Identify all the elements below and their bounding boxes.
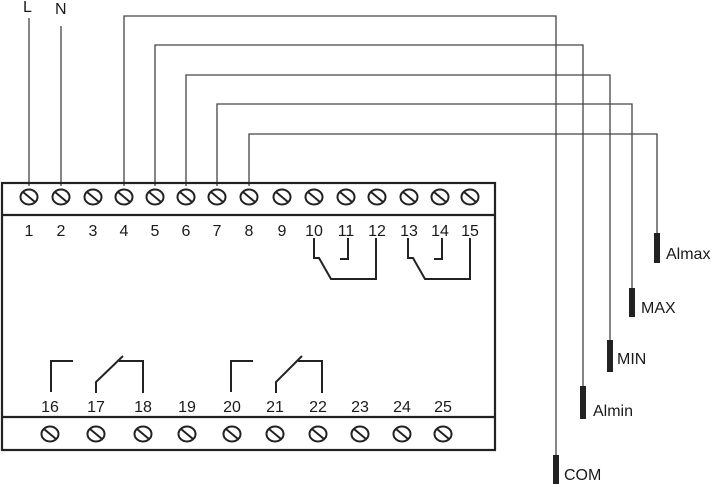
terminal-screw-icon xyxy=(399,188,419,206)
terminal-number: 8 xyxy=(245,223,254,240)
terminal-screw-icon xyxy=(51,188,71,206)
terminal-screw-icon xyxy=(207,188,227,206)
probe-label-com: COM xyxy=(564,467,601,484)
terminal-screw-icon xyxy=(304,188,324,206)
terminal-number: 11 xyxy=(338,223,355,240)
wire-max xyxy=(216,103,633,288)
terminal-number: 24 xyxy=(393,399,411,416)
terminal-number: 1 xyxy=(25,223,34,240)
wire-almin xyxy=(154,44,584,386)
terminal-number: 3 xyxy=(89,223,98,240)
probe-com xyxy=(553,455,559,484)
probe-label-min: MIN xyxy=(617,351,646,368)
label-N: N xyxy=(55,1,67,18)
probe-max xyxy=(629,288,635,317)
terminal-screw-icon xyxy=(114,188,134,206)
contact-20 xyxy=(230,360,253,392)
terminal-number: 25 xyxy=(434,399,452,416)
terminal-number: 12 xyxy=(368,223,386,240)
terminal-screw-icon xyxy=(19,188,39,206)
terminal-number: 5 xyxy=(151,223,160,240)
contact-21-22 xyxy=(275,355,323,393)
terminal-screw-icon xyxy=(86,425,106,443)
contact-11 xyxy=(340,238,349,260)
terminal-number: 17 xyxy=(87,399,105,416)
terminal-number: 7 xyxy=(213,223,222,240)
terminal-number: 10 xyxy=(305,223,323,240)
contact-13-15 xyxy=(407,238,471,280)
terminal-screw-icon xyxy=(430,188,450,206)
label-L: L xyxy=(23,0,32,16)
terminal-number: 22 xyxy=(309,399,327,416)
terminal-number: 18 xyxy=(134,399,152,416)
terminal-number: 20 xyxy=(223,399,241,416)
terminal-number: 14 xyxy=(431,223,449,240)
terminal-screw-icon xyxy=(308,425,328,443)
wire-min xyxy=(185,74,611,340)
terminal-number: 16 xyxy=(41,399,59,416)
probe-almax xyxy=(654,233,660,263)
terminal-screw-icon xyxy=(367,188,387,206)
bottom-terminal-row: 16 17 18 19 20 21 22 23 24 25 xyxy=(40,399,453,443)
probe-almin xyxy=(580,386,586,419)
device-housing xyxy=(0,181,497,452)
terminal-number: 2 xyxy=(57,223,66,240)
terminal-screw-icon xyxy=(350,425,370,443)
terminal-screw-icon xyxy=(176,188,196,206)
terminal-number: 23 xyxy=(351,399,369,416)
terminal-screw-icon xyxy=(460,188,480,206)
probe-label-almax: Almax xyxy=(666,246,710,263)
terminal-screw-icon xyxy=(145,188,165,206)
probe-label-almin: Almin xyxy=(593,403,633,420)
terminal-number: 9 xyxy=(278,223,287,240)
terminal-screw-icon xyxy=(336,188,356,206)
terminal-number: 19 xyxy=(178,399,196,416)
terminal-screw-icon xyxy=(40,425,60,443)
probe-label-max: MAX xyxy=(641,300,676,317)
terminal-screw-icon xyxy=(265,425,285,443)
terminal-number: 4 xyxy=(120,223,129,240)
probe-min xyxy=(607,340,613,372)
contact-16 xyxy=(50,360,73,392)
contact-10-12 xyxy=(313,238,377,280)
terminal-screw-icon xyxy=(133,425,153,443)
contact-17-18 xyxy=(95,355,144,393)
terminal-screw-icon xyxy=(272,188,292,206)
terminal-screw-icon xyxy=(222,425,242,443)
terminal-screw-icon xyxy=(177,425,197,443)
terminal-screw-icon xyxy=(392,425,412,443)
terminal-number: 15 xyxy=(461,223,479,240)
wire-com xyxy=(123,15,557,455)
terminal-screw-icon xyxy=(83,188,103,206)
contact-14 xyxy=(434,238,443,260)
terminal-number: 13 xyxy=(400,223,418,240)
terminal-number: 6 xyxy=(182,223,191,240)
terminal-screw-icon xyxy=(239,188,259,206)
wire-almax xyxy=(248,133,658,233)
terminal-number: 21 xyxy=(266,399,284,416)
terminal-screw-icon xyxy=(433,425,453,443)
